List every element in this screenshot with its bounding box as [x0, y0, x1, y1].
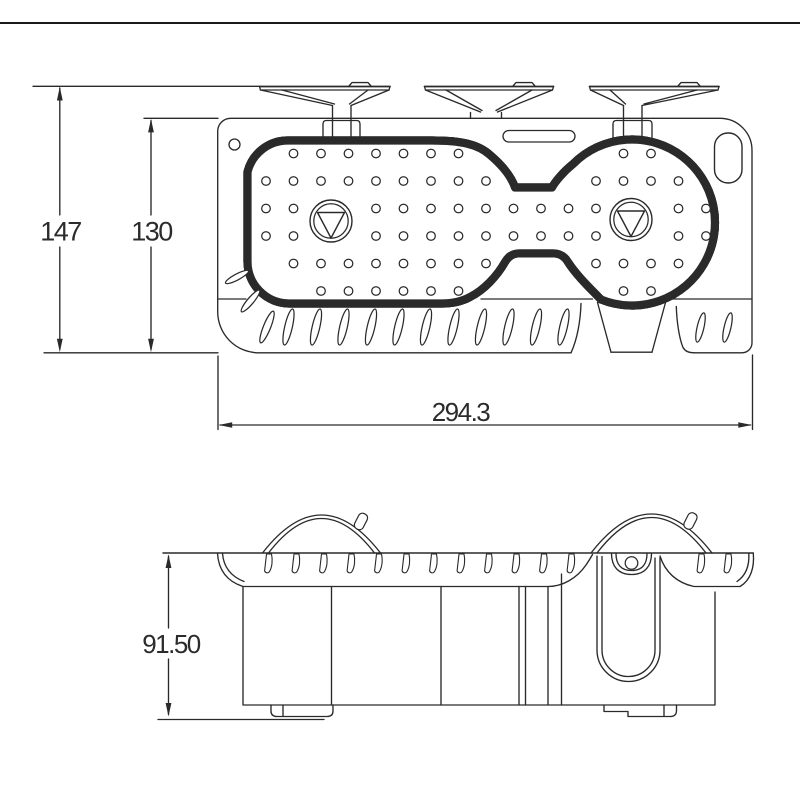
suction-cup-middle [423, 81, 555, 119]
mount-tab-right [612, 119, 653, 141]
u-channel [596, 555, 661, 683]
extension-lines [217, 354, 754, 431]
dim-side-overall-height [157, 554, 325, 721]
side-body [216, 552, 755, 706]
suction-cup-right [588, 81, 720, 139]
skirt-slots [224, 269, 733, 346]
cup-tab-bump [677, 81, 701, 87]
panel-seams [330, 573, 563, 706]
cup-stem [622, 104, 643, 139]
skirt-tongue [596, 301, 667, 353]
extension-lines [32, 85, 261, 354]
drain-holes [261, 148, 711, 296]
dim-front-overall-height [32, 85, 261, 354]
pivot-bracket [610, 552, 653, 576]
dim-label-overall-width: 294.3 [432, 397, 491, 427]
front-view [32, 81, 754, 431]
dim-label-body-height: 130 [131, 217, 172, 247]
cup-tab-bump [512, 81, 536, 87]
dim-front-overall-width [217, 354, 754, 431]
suction-cup-left [258, 81, 391, 139]
cup-lever-stub [683, 512, 698, 530]
body-outline [217, 117, 753, 354]
dim-label-overall-height: 147 [40, 217, 81, 247]
screw-hole [228, 138, 241, 151]
suction-arch-left [261, 512, 382, 554]
drain-symbol-right [609, 197, 653, 242]
cup-tab-bump [348, 81, 372, 87]
cup-stem [469, 111, 503, 119]
feet [270, 704, 678, 718]
cup-lever-stub [353, 512, 369, 531]
mount-tab-left [322, 119, 361, 141]
suction-arch-right [590, 512, 713, 554]
side-obround-slot [713, 132, 743, 184]
cup-stem [331, 104, 352, 139]
top-claw-slots [264, 553, 733, 574]
dim-front-body-height [143, 117, 219, 353]
pivot-hole [624, 556, 639, 570]
top-slot [502, 129, 576, 143]
drain-symbol-left [309, 199, 353, 243]
dim-label-side-height: 91.50 [142, 629, 201, 659]
side-view [157, 512, 755, 721]
